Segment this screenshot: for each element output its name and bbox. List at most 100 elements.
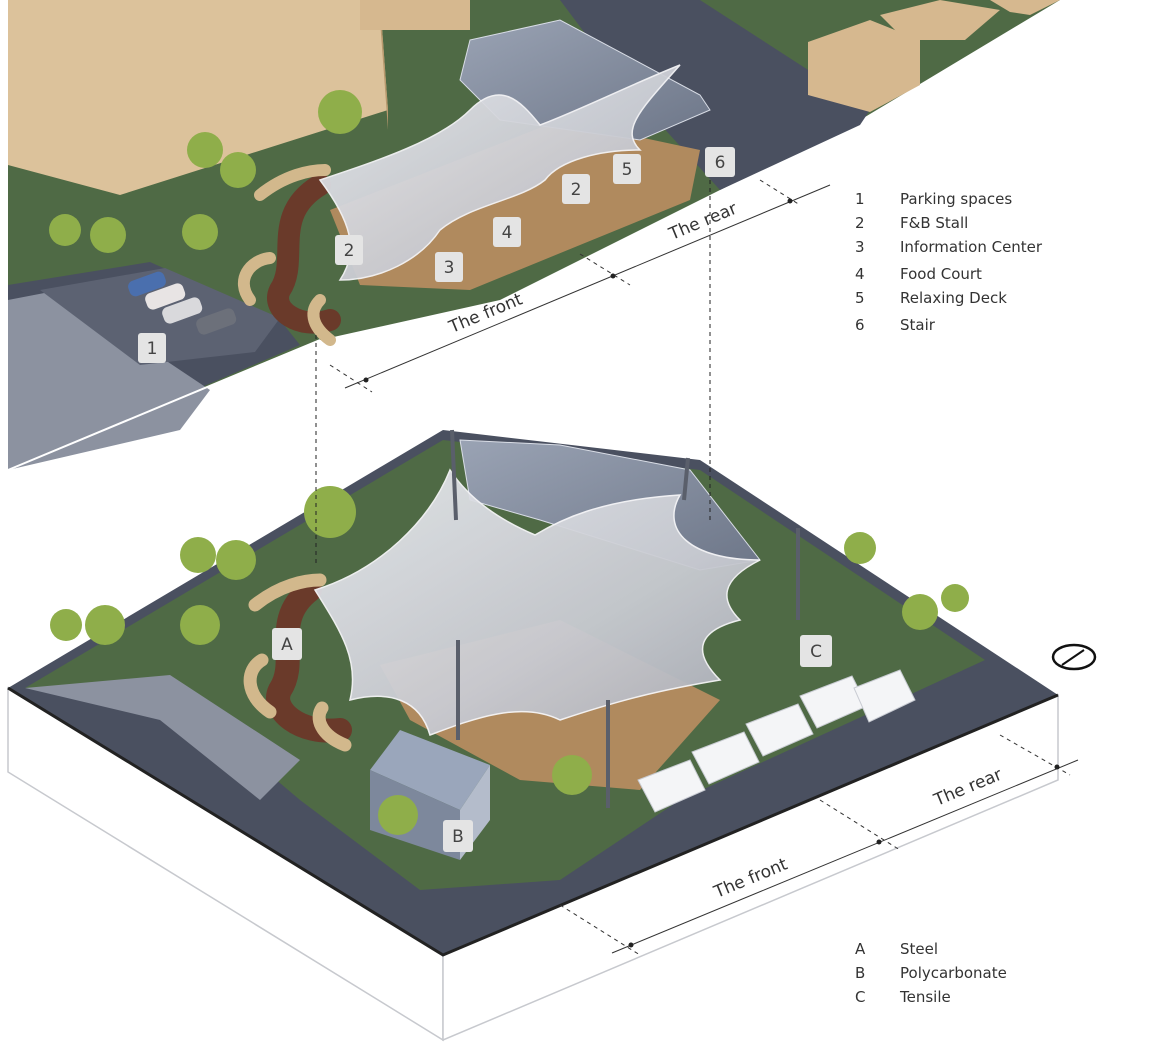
legend-key: 4 [855, 265, 865, 283]
upper-tags: 1 2 2 3 4 5 6 [138, 147, 735, 363]
tree [180, 605, 220, 645]
dimension-dot [363, 377, 369, 383]
lower-masts [450, 429, 800, 808]
upper-dimension-dots [363, 198, 793, 383]
lower-model [7, 429, 1059, 1042]
lower-canopy [313, 468, 761, 736]
lower-bench-1 [248, 573, 327, 612]
tag-parking-spaces: 1 [138, 333, 166, 363]
projection-lines [315, 180, 711, 565]
tag-information-center: 3 [435, 252, 463, 282]
tag-text: A [281, 635, 293, 655]
tree [182, 214, 218, 250]
legend-label: F&B Stall [900, 214, 969, 232]
legend-label: Relaxing Deck [900, 289, 1007, 307]
tree [844, 532, 876, 564]
tree [552, 755, 592, 795]
car [162, 297, 203, 324]
tree [187, 132, 223, 168]
legend-key: 2 [855, 214, 865, 232]
tree [318, 90, 362, 134]
upper-dimension [329, 179, 831, 393]
tree [304, 486, 356, 538]
tree [50, 609, 82, 641]
tree [941, 584, 969, 612]
tree [85, 605, 125, 645]
upper-building-left-side [380, 0, 388, 130]
upper-dimension-line [344, 184, 831, 389]
mast [450, 429, 458, 521]
lower-dimension-dots [628, 764, 1060, 948]
upper-dimension-tick [759, 179, 801, 206]
dimension-dot [876, 839, 882, 845]
tag-text: 5 [622, 160, 633, 180]
tag-relaxing-deck: 5 [613, 154, 641, 184]
lower-slab-edge [7, 686, 1059, 957]
upper-building-right-3 [990, 0, 1060, 15]
legend-key: A [855, 940, 866, 958]
car [196, 308, 237, 335]
legend-key: 3 [855, 238, 865, 256]
tree [90, 217, 126, 253]
lower-bench-3 [312, 701, 352, 752]
lower-bench-2 [243, 653, 277, 719]
tree [902, 594, 938, 630]
lower-dimension-line [611, 759, 1079, 954]
lower-sidewalk [25, 675, 300, 800]
upper-bench-1 [254, 164, 331, 201]
lower-trees [50, 486, 969, 835]
legend-label: Stair [900, 316, 935, 334]
upper-building-right-1 [808, 20, 920, 112]
tag-text: 3 [444, 258, 455, 278]
upper-street [560, 0, 870, 190]
upper-site-plan [7, 0, 1060, 471]
tree [216, 540, 256, 580]
car [145, 283, 186, 310]
legend-key: 1 [855, 190, 865, 208]
upper-dimension-tick [579, 253, 631, 286]
tag-text: C [810, 642, 822, 662]
upper-trees [49, 90, 362, 253]
upper-bench-3 [307, 294, 336, 346]
tree [49, 214, 81, 246]
upper-building-mid [360, 0, 470, 30]
tag-text: 2 [571, 180, 582, 200]
upper-canopy [318, 64, 681, 281]
lower-vans [637, 669, 916, 813]
tag-polycarbonate: B [443, 820, 473, 852]
tree [220, 152, 256, 188]
legend-label: Information Center [900, 238, 1043, 256]
mast [682, 457, 690, 501]
legend-label: Food Court [900, 265, 982, 283]
car [128, 271, 166, 297]
tag-fb-stall-right: 2 [562, 174, 590, 204]
tag-food-court: 4 [493, 217, 521, 247]
upper-dimension-tick [329, 364, 373, 393]
upper-slab-edge [7, 339, 321, 471]
tag-fb-stall-left: 2 [335, 235, 363, 265]
legend-label: Steel [900, 940, 939, 958]
legend-label: Tensile [900, 988, 951, 1006]
tag-text: 2 [344, 241, 355, 261]
tag-text: 1 [147, 339, 158, 359]
tag-steel: A [272, 628, 302, 660]
dimension-dot [610, 273, 616, 279]
upper-bench-2 [238, 252, 276, 306]
upper-cars [128, 271, 237, 335]
lower-path [266, 578, 352, 743]
dimension-dot [1054, 764, 1060, 770]
north-arrow-icon [1051, 643, 1097, 671]
legend-label: Polycarbonate [900, 964, 1007, 982]
tag-tensile: C [800, 635, 832, 667]
tag-stair: 6 [705, 147, 735, 177]
upper-building-left-top [8, 0, 388, 195]
dimension-dot [628, 942, 634, 948]
upper-building-right-2 [880, 0, 1000, 40]
tree [378, 795, 418, 835]
tree [180, 537, 216, 573]
legend-key: C [855, 988, 866, 1006]
tag-text: B [452, 827, 464, 847]
tag-text: 6 [715, 153, 726, 173]
legend-key: 5 [855, 289, 865, 307]
